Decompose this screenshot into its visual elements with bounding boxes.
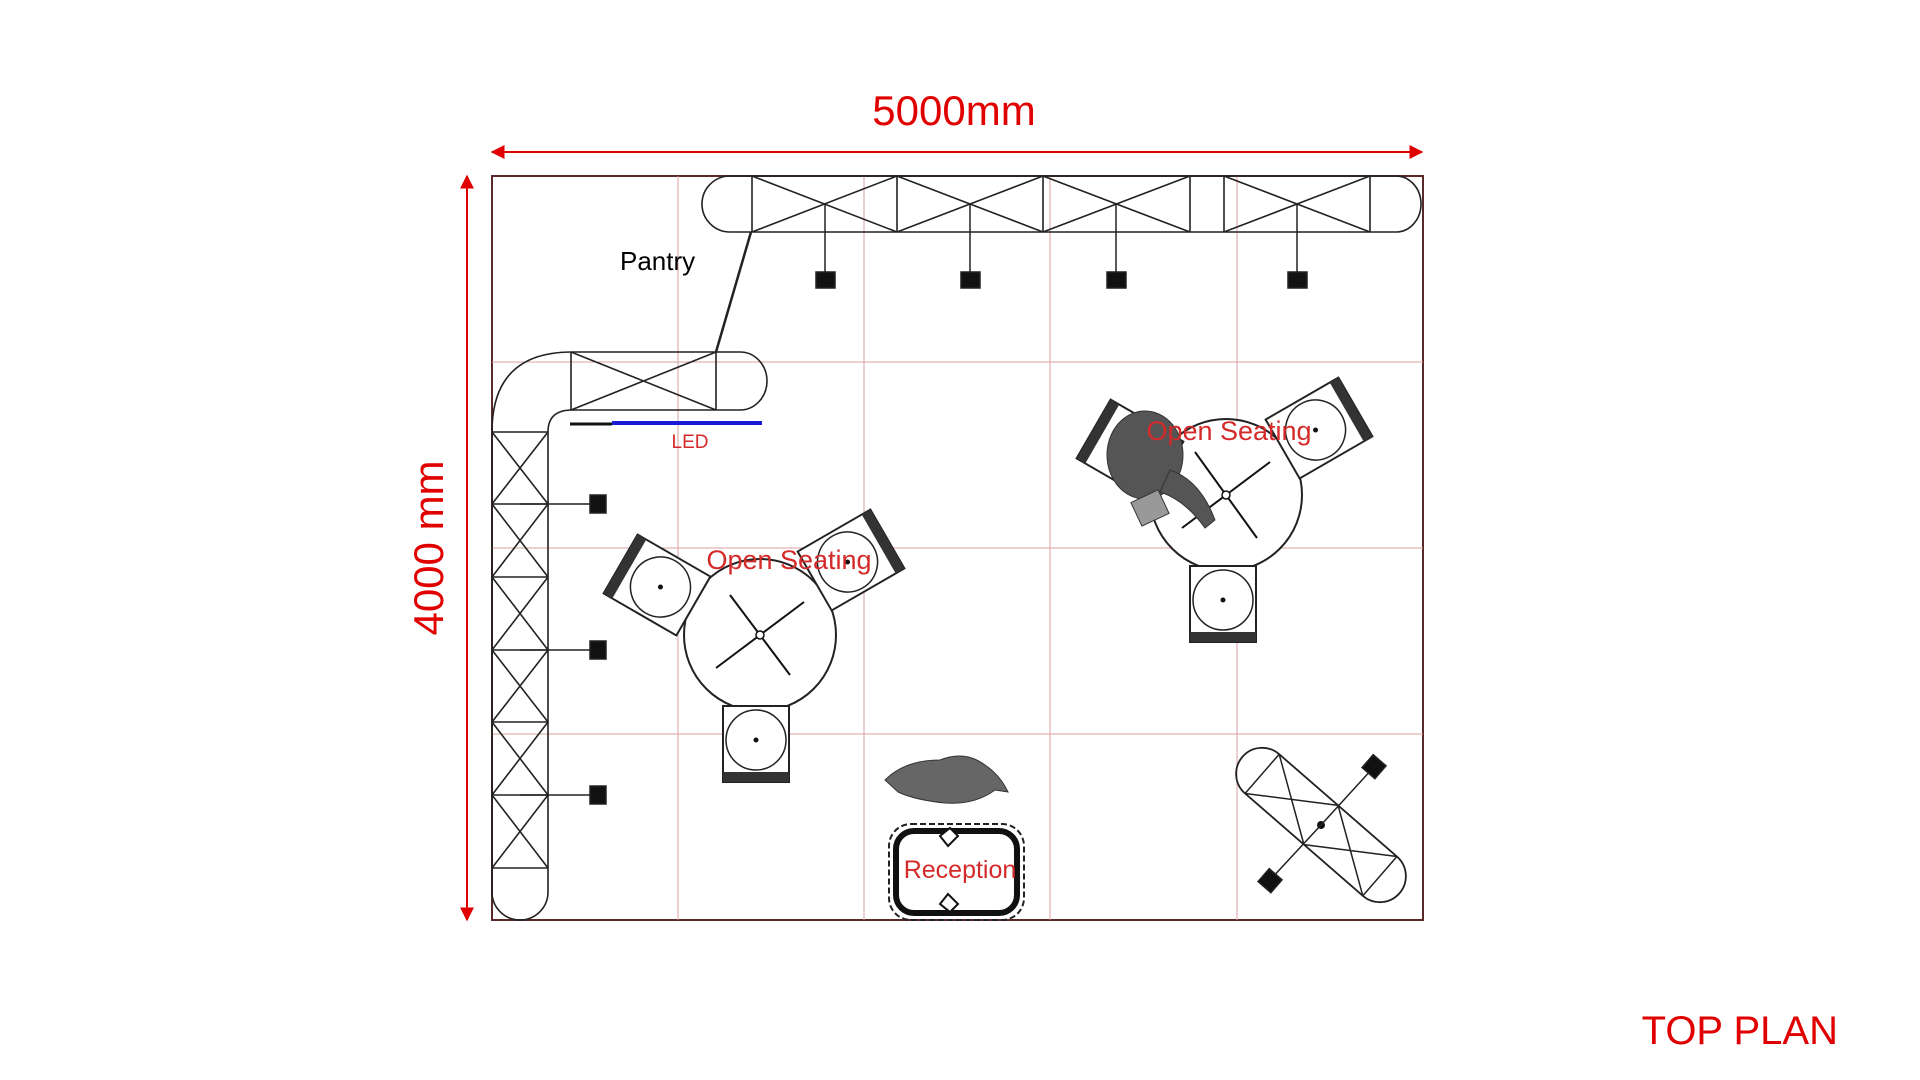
receptionist-figure [884,755,1009,804]
depth-dimension-label: 4000 mm [405,460,452,635]
chair-left-c [722,705,790,783]
width-dimension-label: 5000mm [872,87,1035,134]
pantry-partition [714,231,753,353]
top-truss-wall [701,175,1422,233]
pantry-label: Pantry [620,246,695,276]
reception-label: Reception [904,856,1017,884]
chair-right-b [1264,376,1374,480]
top-spotlights [815,203,1308,289]
open-seating-left-label: Open Seating [706,545,871,575]
left-spotlights [520,494,607,805]
chair-right-c [1189,565,1257,643]
top-plan-title: TOP PLAN [1642,1009,1838,1053]
chair-left-b [796,508,906,612]
chair-left-a [602,533,712,637]
seating-group-left: Open Seating [602,508,906,783]
reception-counter: Reception [884,755,1025,921]
seated-person-figure [1106,410,1216,529]
diagonal-display-truss [1235,746,1407,904]
open-seating-right-label: Open Seating [1146,416,1311,446]
led-label: LED [672,432,709,453]
diagonal-truss-spotlights [1256,753,1388,894]
seating-group-right: Open Seating [1075,376,1374,643]
